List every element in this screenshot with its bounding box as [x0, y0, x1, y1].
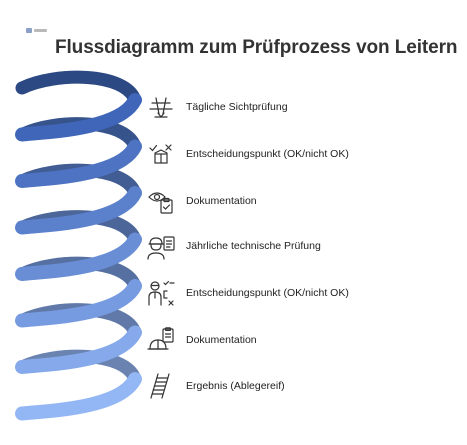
logo: [26, 27, 48, 33]
engineer-clipboard-icon: [146, 231, 176, 261]
step-label: Entscheidungspunkt (OK/nicht OK): [186, 287, 349, 299]
step-3: Dokumentation: [146, 186, 446, 216]
coil-front-segment: [15, 93, 142, 142]
inspection-cross-icon: [146, 92, 176, 122]
spiral-coil: [15, 70, 142, 421]
coil-front-segment: [15, 325, 142, 374]
step-label: Jährliche technische Prüfung: [186, 240, 321, 252]
coil-front-segment: [15, 139, 142, 188]
step-label: Entscheidungspunkt (OK/nicht OK): [186, 148, 349, 160]
step-1: Tägliche Sichtprüfung: [146, 92, 446, 122]
eye-clipboard-icon: [146, 186, 176, 216]
step-4: Jährliche technische Prüfung: [146, 231, 446, 261]
step-label: Ergebnis (Ablegereif): [186, 380, 285, 392]
step-label: Dokumentation: [186, 334, 257, 346]
coil-front-segment: [15, 232, 142, 281]
ladder-icon: [146, 371, 176, 401]
step-5: Entscheidungspunkt (OK/nicht OK): [146, 278, 446, 308]
page-title: Flussdiagramm zum Prüfprozess von Leiter…: [55, 37, 458, 58]
step-label: Dokumentation: [186, 195, 257, 207]
coil-front-segment: [15, 372, 142, 421]
step-label: Tägliche Sichtprüfung: [186, 101, 288, 113]
coil-back-segment: [15, 70, 142, 107]
helmet-clipboard-icon: [146, 325, 176, 355]
logo-wordmark: [34, 28, 47, 32]
step-7: Ergebnis (Ablegereif): [146, 371, 446, 401]
person-checklist-icon: [146, 278, 176, 308]
decision-check-cross-icon: [146, 139, 176, 169]
coil-front-segment: [15, 279, 142, 328]
logo-mark: [26, 27, 32, 33]
coil-front-segment: [15, 186, 142, 235]
step-6: Dokumentation: [146, 325, 446, 355]
step-2: Entscheidungspunkt (OK/nicht OK): [146, 139, 446, 169]
